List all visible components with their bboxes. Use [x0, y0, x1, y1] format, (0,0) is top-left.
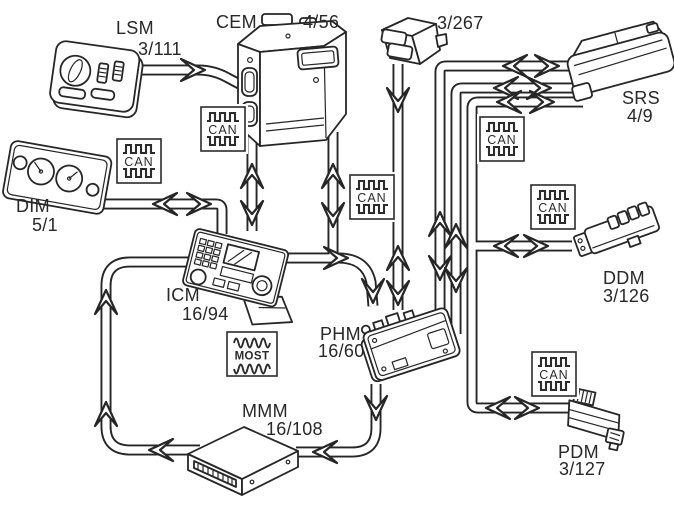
- module-3-267-illustration: [380, 17, 448, 65]
- bus-label: MOST: [235, 351, 270, 363]
- flow-arrow-icon: [492, 233, 520, 259]
- module-dim-illustration: [2, 140, 113, 215]
- flow-arrow-icon: [443, 222, 469, 250]
- flow-arrow-icon: [385, 279, 411, 307]
- flow-arrow-icon: [427, 254, 453, 282]
- flow-arrow-icon: [427, 210, 453, 238]
- bus-label: CAN: [124, 155, 153, 169]
- label-srs-code: 4/9: [627, 106, 653, 126]
- module-mmm-illustration: [187, 426, 299, 496]
- flow-arrow-icon: [185, 191, 213, 217]
- bus-label: CAN: [357, 191, 386, 205]
- label-srs-name: SRS: [622, 88, 660, 108]
- window-switch-icon: [606, 214, 620, 230]
- window-switch-icon: [616, 210, 630, 226]
- flow-arrow-icon: [93, 400, 119, 428]
- module-pdm-illustration: [567, 387, 625, 452]
- display-screen-icon: [222, 243, 260, 272]
- label-ddm-name: DDM: [603, 268, 645, 288]
- label-lsm-code: 3/111: [138, 39, 182, 59]
- flow-arrow-icon: [385, 86, 411, 114]
- can-bus-icon: CAN: [198, 104, 248, 154]
- flow-arrow-icon: [385, 244, 411, 272]
- most-bus-icon: MOST: [224, 329, 280, 379]
- label-pdm-name: PDM: [558, 442, 599, 462]
- flow-arrow-icon: [151, 191, 179, 217]
- flow-arrow-icon: [147, 437, 175, 463]
- flow-arrow-icon: [320, 162, 346, 190]
- label-ddm-code: 3/126: [603, 286, 650, 306]
- module-phm-illustration: [360, 307, 461, 383]
- window-switch-icon: [637, 201, 651, 217]
- label-phm-code: 16/60: [318, 341, 365, 361]
- flow-arrow-icon: [501, 53, 529, 79]
- label-mmm-name: MMM: [242, 401, 288, 421]
- flow-arrow-icon: [513, 395, 541, 421]
- can-bus-icon: CAN: [528, 182, 578, 232]
- flow-arrow-icon: [443, 266, 469, 294]
- flow-arrow-icon: [484, 395, 512, 421]
- can-bus-icon: CAN: [529, 349, 579, 399]
- window-switch-icon: [626, 205, 640, 221]
- label-mmm-code: 16/108: [266, 419, 323, 439]
- flow-arrows: [93, 53, 561, 465]
- flow-arrow-icon: [363, 394, 389, 422]
- cd-slot-icon: [193, 460, 237, 488]
- flow-arrow-icon: [311, 439, 339, 465]
- flow-arrow-icon: [495, 89, 523, 115]
- module-lsm-illustration: [49, 40, 144, 119]
- knob-icon: [189, 268, 207, 286]
- flow-arrow-icon: [360, 277, 386, 305]
- label-icm-code: 16/94: [182, 304, 229, 324]
- label-icm-name: ICM: [166, 285, 200, 305]
- flow-arrow-icon: [320, 201, 346, 229]
- label-cem-name: CEM: [216, 12, 257, 32]
- label-3-267-code: 3/267: [437, 13, 484, 33]
- module-cem-illustration: [237, 13, 347, 147]
- flow-arrow-icon: [179, 57, 207, 83]
- bus-label: CAN: [208, 123, 237, 137]
- flow-arrow-icon: [322, 245, 350, 271]
- module-ddm-illustration: [573, 201, 660, 257]
- flow-arrow-icon: [239, 162, 265, 190]
- label-dim-name: DIM: [16, 196, 50, 216]
- label-lsm-name: LSM: [116, 18, 154, 38]
- flow-arrow-icon: [239, 199, 265, 227]
- label-dim-code: 5/1: [32, 215, 58, 235]
- module-srs-illustration: [566, 20, 674, 102]
- module-icm-illustration: [182, 228, 294, 326]
- label-pdm-code: 3/127: [559, 459, 606, 479]
- bus-lines: [100, 60, 583, 458]
- label-phm-name: PHM: [320, 324, 361, 344]
- flow-arrow-icon: [93, 288, 119, 316]
- flow-arrow-icon: [528, 89, 556, 115]
- flow-arrow-icon: [522, 233, 550, 259]
- can-bus-icon: CAN: [477, 114, 527, 164]
- bus-label: CAN: [487, 133, 516, 147]
- label-cem-code: 4/56: [303, 12, 339, 32]
- bus-label: CAN: [538, 201, 567, 215]
- bus-label: CAN: [539, 368, 568, 382]
- can-bus-icon: CAN: [347, 172, 397, 222]
- knob-icon: [251, 275, 273, 297]
- flow-arrow-icon: [533, 53, 561, 79]
- can-bus-icon: CAN: [114, 136, 164, 186]
